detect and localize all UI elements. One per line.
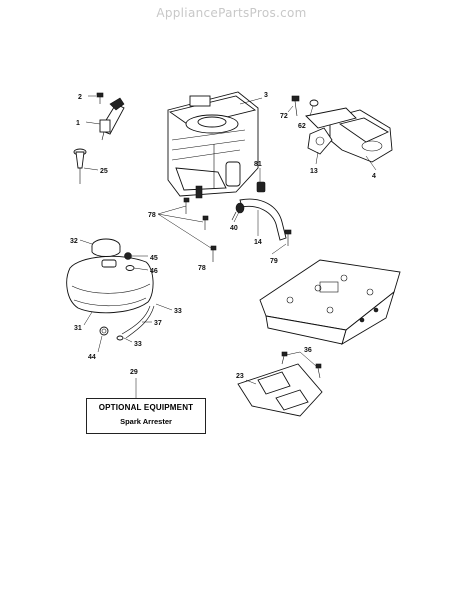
fuel-line[interactable] (116, 305, 155, 341)
engine[interactable] (167, 91, 259, 199)
engine-mount-bolt[interactable] (183, 197, 190, 214)
leader-lines (79, 95, 377, 398)
engine-mount-plate[interactable] (259, 259, 401, 345)
hose-clamp[interactable] (231, 202, 245, 221)
shield-screw[interactable] (281, 351, 288, 365)
callout-25: 25 (100, 168, 108, 175)
callout-37: 37 (154, 320, 162, 327)
engine-mount-bolt[interactable] (210, 245, 217, 262)
callout-29: 29 (130, 369, 138, 376)
callout-3: 3 (264, 92, 268, 99)
engine-mount-bolt[interactable] (202, 215, 209, 230)
callout-labels: 2 1 3 72 62 13 4 25 81 78 40 14 78 79 32… (70, 92, 376, 380)
site-watermark: AppliancePartsPros.com (156, 6, 307, 20)
callout-44: 45 (150, 255, 158, 262)
callout-33-b: 33 (134, 341, 142, 348)
fuel-filter[interactable] (73, 148, 87, 184)
callout-14: 14 (254, 239, 262, 246)
optional-equipment-box: OPTIONAL EQUIPMENT Spark Arrester (86, 398, 206, 434)
callout-78-b: 78 (198, 265, 206, 272)
callout-36: 40 (230, 225, 238, 232)
callout-2: 2 (78, 94, 82, 101)
optional-equipment-title: OPTIONAL EQUIPMENT (98, 403, 194, 412)
callout-45: 36 (304, 347, 312, 354)
fuel-cap[interactable] (91, 238, 121, 257)
fuel-tank[interactable] (66, 255, 154, 314)
callout-72: 72 (280, 113, 288, 120)
spark-arrester-label: Spark Arrester (120, 417, 172, 426)
callout-33: 33 (174, 308, 182, 315)
part-81[interactable] (256, 181, 266, 193)
tank-bushing[interactable] (124, 252, 132, 260)
callout-13: 13 (310, 168, 318, 175)
callout-4: 4 (372, 173, 376, 180)
shield-screw[interactable] (315, 363, 322, 379)
fuel-hose[interactable] (239, 198, 287, 241)
bolt-79[interactable] (284, 229, 292, 246)
fuel-shutoff-bracket[interactable] (99, 97, 125, 141)
screw[interactable] (96, 92, 104, 104)
callout-62: 62 (298, 123, 306, 130)
callout-1: 1 (76, 120, 80, 127)
muffler-nut[interactable] (309, 99, 319, 107)
callout-23: 23 (236, 373, 244, 380)
tank-washer[interactable] (125, 265, 135, 271)
callout-40: 44 (88, 354, 96, 361)
callout-81: 81 (254, 161, 262, 168)
heat-shield[interactable] (237, 363, 323, 417)
callout-46: 46 (150, 268, 158, 275)
callout-79: 79 (270, 258, 278, 265)
callout-32: 32 (70, 238, 78, 245)
muffler-bolt[interactable] (291, 95, 300, 117)
muffler[interactable] (305, 107, 393, 163)
callout-31: 31 (74, 325, 82, 332)
callout-78: 78 (148, 212, 156, 219)
tank-grommet[interactable] (99, 326, 109, 336)
exhaust-gasket[interactable] (307, 127, 333, 155)
